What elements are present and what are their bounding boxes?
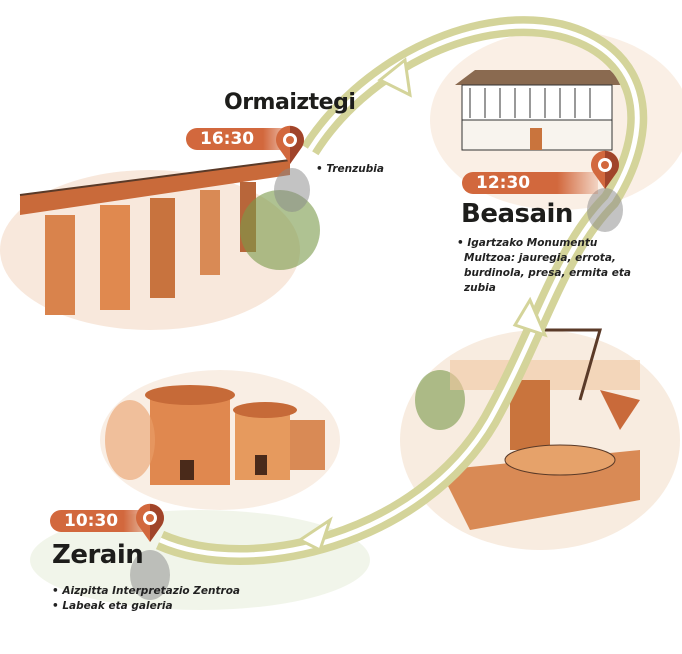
location-pin-icon[interactable] bbox=[135, 503, 165, 543]
time-badge-zerain: 10:30 bbox=[50, 510, 155, 532]
arrow-left-icon bbox=[377, 57, 412, 98]
stop-bullet: • Aizpitta Interpretazio Zentroa • Labea… bbox=[52, 584, 240, 614]
bridge-illustration bbox=[19, 159, 320, 315]
kilns-illustration bbox=[105, 385, 325, 485]
arrow-up-icon bbox=[512, 296, 548, 338]
town-title-ormaiztegi: Ormaiztegi bbox=[224, 90, 356, 115]
bullet-line: burdinola, presa, ermita eta bbox=[464, 267, 631, 279]
mill-illustration bbox=[415, 328, 640, 530]
bullet-line: Multzoa: jauregia, errota, bbox=[464, 252, 616, 264]
location-pin-icon[interactable] bbox=[275, 125, 305, 165]
house-illustration bbox=[455, 70, 625, 151]
location-pin-icon[interactable] bbox=[590, 150, 620, 190]
town-title-zerain: Zerain bbox=[52, 540, 144, 570]
bullet-line: • Igartzako Monumentu bbox=[457, 237, 598, 249]
arrow-right-icon bbox=[297, 516, 333, 553]
stop-bullet: • Trenzubia bbox=[316, 163, 384, 175]
time-badge-ormaiztegi: 16:30 bbox=[186, 128, 296, 150]
bullet-line: • Aizpitta Interpretazio Zentroa bbox=[52, 585, 241, 597]
bullet-line: zubia bbox=[464, 282, 496, 294]
time-badge-beasain: 12:30 bbox=[462, 172, 598, 194]
town-title-beasain: Beasain bbox=[461, 199, 573, 229]
stop-bullet: • Igartzako Monumentu Multzoa: jauregia,… bbox=[457, 236, 631, 296]
bullet-line: • Labeak eta galeria bbox=[52, 600, 173, 612]
